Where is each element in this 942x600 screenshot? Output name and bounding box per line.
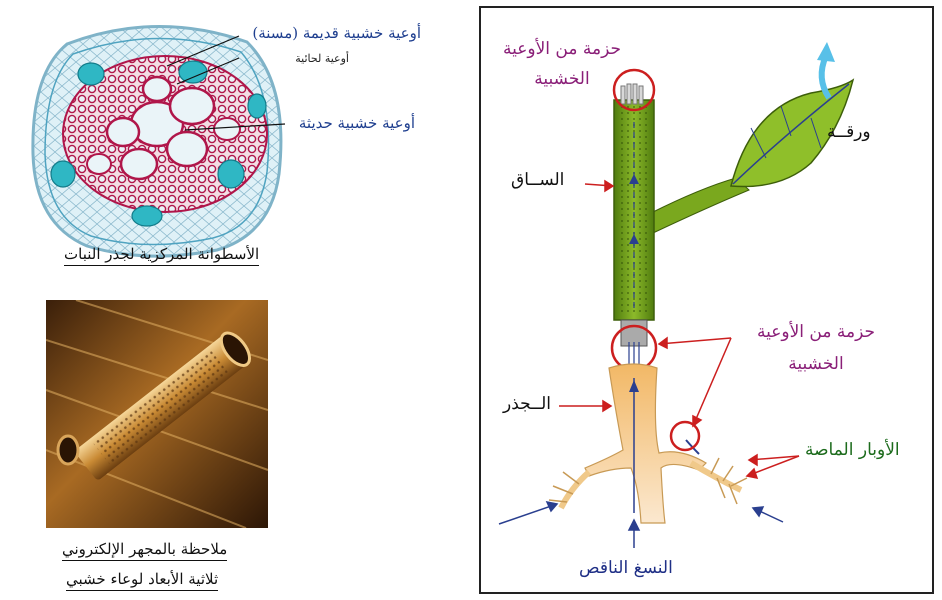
label-mid-bundle: حزمة من الأوعية الخشبية [757,322,875,374]
electron-micrograph [45,299,269,529]
root-hair-circle [669,420,701,452]
micrograph-caption-line2: ثلاثية الأبعاد لوعاء خشبي [66,570,219,591]
leaf [730,78,855,188]
root-cross-section: أوعية خشبية قديمة (مسنة) أوعية لحائية أو… [27,14,421,280]
root-cross-section-drawing [31,25,286,258]
label-root-hairs: الأوبار الماصة [805,440,900,460]
micrograph-caption-line1: ملاحظة بالمجهر الإلكتروني [62,540,228,561]
label-root: الــجذر [503,394,551,414]
root [584,363,707,524]
root-section-caption: الأسطوانة المركزية لجذر النبات [64,245,260,266]
plant-diagram-panel: حزمة من الأوعية الخشبية الســاق ورقــة ح… [479,6,934,594]
label-stem: الســاق [511,170,565,190]
label-old-xylem: أوعية خشبية قديمة (مسنة) [252,24,421,42]
label-new-xylem: أوعية خشبية حديثة [298,114,415,132]
label-top-bundle: حزمة من الأوعية الخشبية [503,39,621,89]
micrograph-image [45,299,269,529]
label-annular-vessels: أوعية لحائية [295,52,349,65]
top-bundle-circle [612,68,656,112]
label-raw-sap: النسغ الناقص [579,558,673,578]
plant-diagram [498,42,855,548]
label-leaf: ورقــة [827,122,871,142]
